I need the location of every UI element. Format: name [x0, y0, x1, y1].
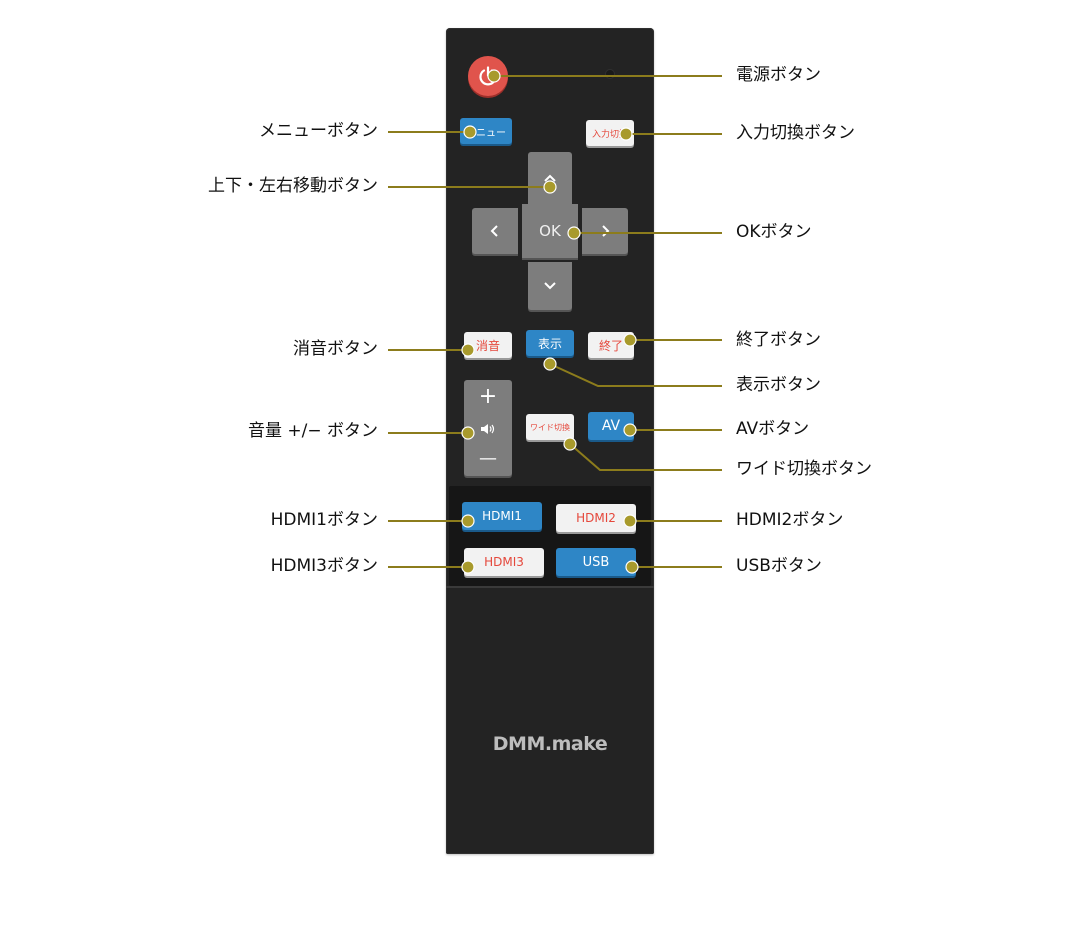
hdmi3-button[interactable]: HDMI3	[464, 548, 544, 576]
chevron-up-icon	[544, 174, 556, 182]
display-button[interactable]: 表示	[526, 330, 574, 356]
callout-volume: 音量 +/− ボタン	[247, 421, 378, 441]
usb-button[interactable]: USB	[556, 548, 636, 576]
callout-exit: 終了ボタン	[736, 330, 821, 350]
av-button[interactable]: AV	[588, 412, 634, 440]
mute-button[interactable]: 消音	[464, 332, 512, 358]
menu-button[interactable]: メニュー	[460, 118, 512, 144]
input-switch-button[interactable]: 入力切換	[586, 120, 634, 146]
speaker-icon	[476, 420, 500, 438]
chevron-right-icon	[602, 225, 610, 237]
callout-input-switch: 入力切換ボタン	[736, 123, 855, 143]
callout-wide-switch: ワイド切換ボタン	[736, 459, 872, 479]
callout-display: 表示ボタン	[736, 375, 821, 395]
callout-updown-leftright: 上下・左右移動ボタン	[208, 176, 378, 196]
left-button[interactable]	[472, 208, 518, 254]
chevron-left-icon	[490, 225, 498, 237]
callout-hdmi3: HDMI3ボタン	[270, 556, 378, 576]
ok-button[interactable]: OK	[522, 204, 578, 258]
callout-av: AVボタン	[736, 419, 810, 439]
power-icon	[479, 66, 497, 86]
callout-menu: メニューボタン	[259, 121, 378, 141]
remote-seam	[446, 586, 654, 588]
callout-usb: USBボタン	[736, 556, 822, 576]
volume-up-button[interactable]: +	[478, 383, 498, 409]
brand-logo: DMM.make	[492, 733, 608, 755]
callout-ok: OKボタン	[736, 222, 812, 242]
callout-hdmi1: HDMI1ボタン	[270, 510, 378, 530]
exit-button[interactable]: 終了	[588, 332, 634, 358]
right-button[interactable]	[582, 208, 628, 254]
callout-mute: 消音ボタン	[293, 339, 378, 359]
callout-power: 電源ボタン	[736, 65, 821, 85]
down-button[interactable]	[528, 262, 572, 310]
hdmi2-button[interactable]: HDMI2	[556, 504, 636, 532]
callout-hdmi2: HDMI2ボタン	[736, 510, 844, 530]
volume-down-button[interactable]: —	[479, 447, 497, 469]
ir-sensor-icon	[606, 70, 614, 78]
chevron-down-icon	[544, 282, 556, 290]
hdmi1-button[interactable]: HDMI1	[462, 502, 542, 530]
up-button[interactable]	[528, 152, 572, 204]
power-button[interactable]	[468, 56, 508, 96]
wide-switch-button[interactable]: ワイド切換	[526, 414, 574, 440]
